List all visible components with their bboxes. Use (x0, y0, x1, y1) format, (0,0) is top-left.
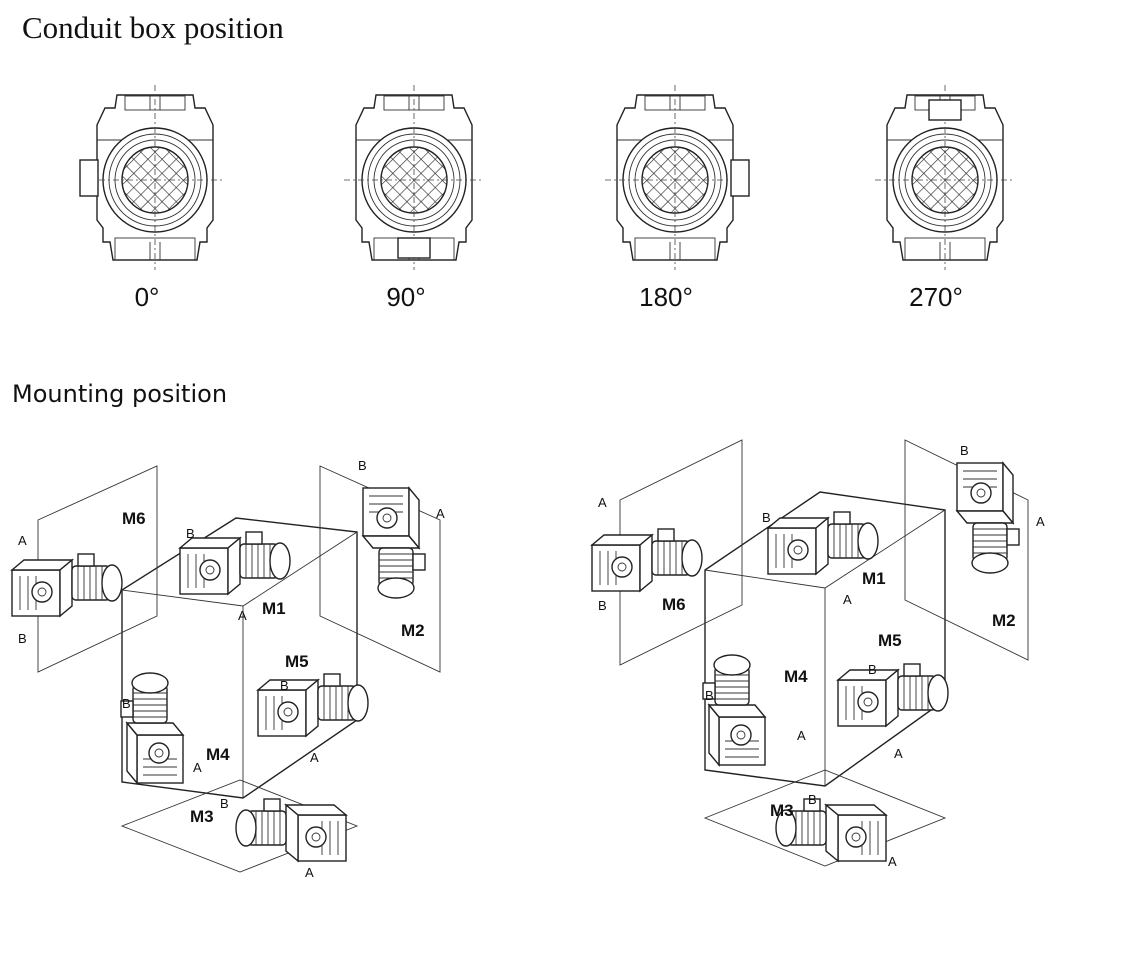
left-m6-a: A (18, 533, 27, 548)
conduit-box-position-title: Conduit box position (22, 10, 284, 45)
right-m6-a: A (598, 495, 607, 510)
left-m1-a: A (238, 608, 247, 623)
left-m6-b: B (18, 631, 27, 646)
right-m5-label: M5 (878, 631, 902, 650)
right-m1-label: M1 (862, 569, 886, 588)
conduit-gearbox-270 (874, 84, 1016, 271)
left-m3-a: A (305, 865, 314, 880)
angle-label-0: 0° (134, 282, 160, 312)
right-m2-b: B (960, 443, 969, 458)
right-m3-b: B (808, 792, 817, 807)
right-m6-label: M6 (662, 595, 686, 614)
left-m3-b: B (220, 796, 229, 811)
right-m3-a: A (888, 854, 897, 869)
left-m3-label: M3 (190, 807, 214, 826)
left-m1-label: M1 (262, 599, 286, 618)
right-m6-b: B (598, 598, 607, 613)
right-m3-label: M3 (770, 801, 794, 820)
left-m5-b: B (280, 678, 289, 693)
left-m5-label: M5 (285, 652, 309, 671)
right-m4-a: A (797, 728, 806, 743)
left-m2-a: A (436, 506, 445, 521)
right-m2-label: M2 (992, 611, 1016, 630)
right-m4-label: M4 (784, 667, 808, 686)
left-m6-label: M6 (122, 509, 146, 528)
right-m5-b: B (868, 662, 877, 677)
left-m4-b: B (122, 696, 131, 711)
left-m4-label: M4 (206, 745, 230, 764)
conduit-gearbox-0 (79, 84, 226, 271)
right-m4-b: B (705, 688, 714, 703)
left-mounting-diagram: M6 M1 M2 M5 M4 M3 A B A B A B B A A B A … (11, 458, 445, 880)
left-m4-a: A (193, 760, 202, 775)
right-m1-b: B (762, 510, 771, 525)
left-m2-label: M2 (401, 621, 425, 640)
conduit-gearbox-180 (604, 84, 750, 271)
right-m5-a: A (894, 746, 903, 761)
left-m1-b: B (186, 526, 195, 541)
mounting-position-title: Mounting position (12, 380, 228, 408)
left-m2-b: B (358, 458, 367, 473)
angle-label-180: 180° (639, 282, 693, 312)
right-m1-a: A (843, 592, 852, 607)
right-m2-a: A (1036, 514, 1045, 529)
left-m5-a: A (310, 750, 319, 765)
right-mounting-diagram: M6 M1 M2 M5 M4 M3 A B A B A B B A A B A … (591, 439, 1045, 869)
conduit-gearbox-90 (343, 84, 485, 271)
angle-label-90: 90° (386, 282, 426, 312)
angle-label-270: 270° (909, 282, 963, 312)
